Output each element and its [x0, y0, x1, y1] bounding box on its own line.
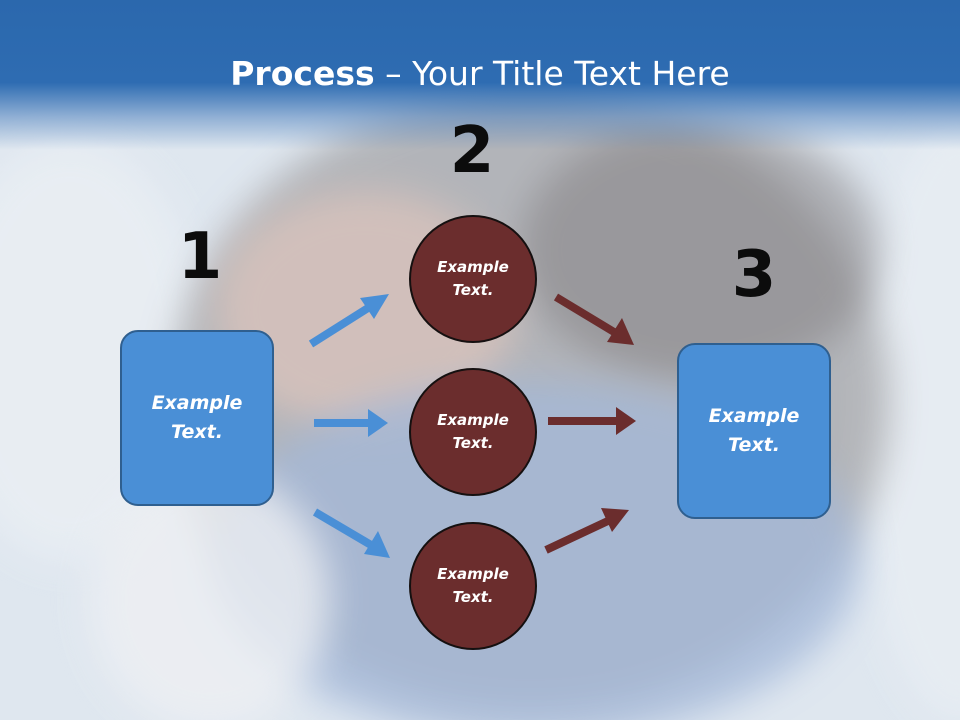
step-2-number: 2 [449, 114, 495, 188]
step-2-circle-middle: Example Text. [409, 368, 537, 496]
step-1-text: Example Text. [151, 392, 243, 443]
step-1-number: 1 [177, 220, 223, 294]
arrow-middle-to-3 [548, 407, 636, 435]
slide-title-bold: Process [230, 54, 375, 93]
slide-title-rest: – Your Title Text Here [374, 54, 730, 93]
step-2-circle-top-text: Example Text. [437, 258, 509, 299]
arrow-top-to-3 [553, 293, 634, 345]
step-1-box: Example Text. [120, 330, 274, 506]
step-3-text: Example Text. [708, 405, 800, 456]
title-bar: Process – Your Title Text Here [0, 0, 960, 150]
arrow-1-to-bottom [312, 508, 390, 558]
bg-blur-white [90, 470, 330, 720]
slide-title: Process – Your Title Text Here [0, 52, 960, 96]
step-2-circle-middle-text: Example Text. [437, 411, 509, 452]
arrow-bottom-to-3 [544, 508, 629, 554]
bg-blur-hair-right [520, 120, 880, 380]
step-3-number: 3 [731, 238, 777, 312]
step-2-circle-bottom-text: Example Text. [437, 565, 509, 606]
step-3-box: Example Text. [677, 343, 831, 519]
arrow-1-to-top [308, 294, 389, 348]
arrow-1-to-middle [314, 409, 388, 437]
step-2-circle-bottom: Example Text. [409, 522, 537, 650]
step-2-circle-top: Example Text. [409, 215, 537, 343]
